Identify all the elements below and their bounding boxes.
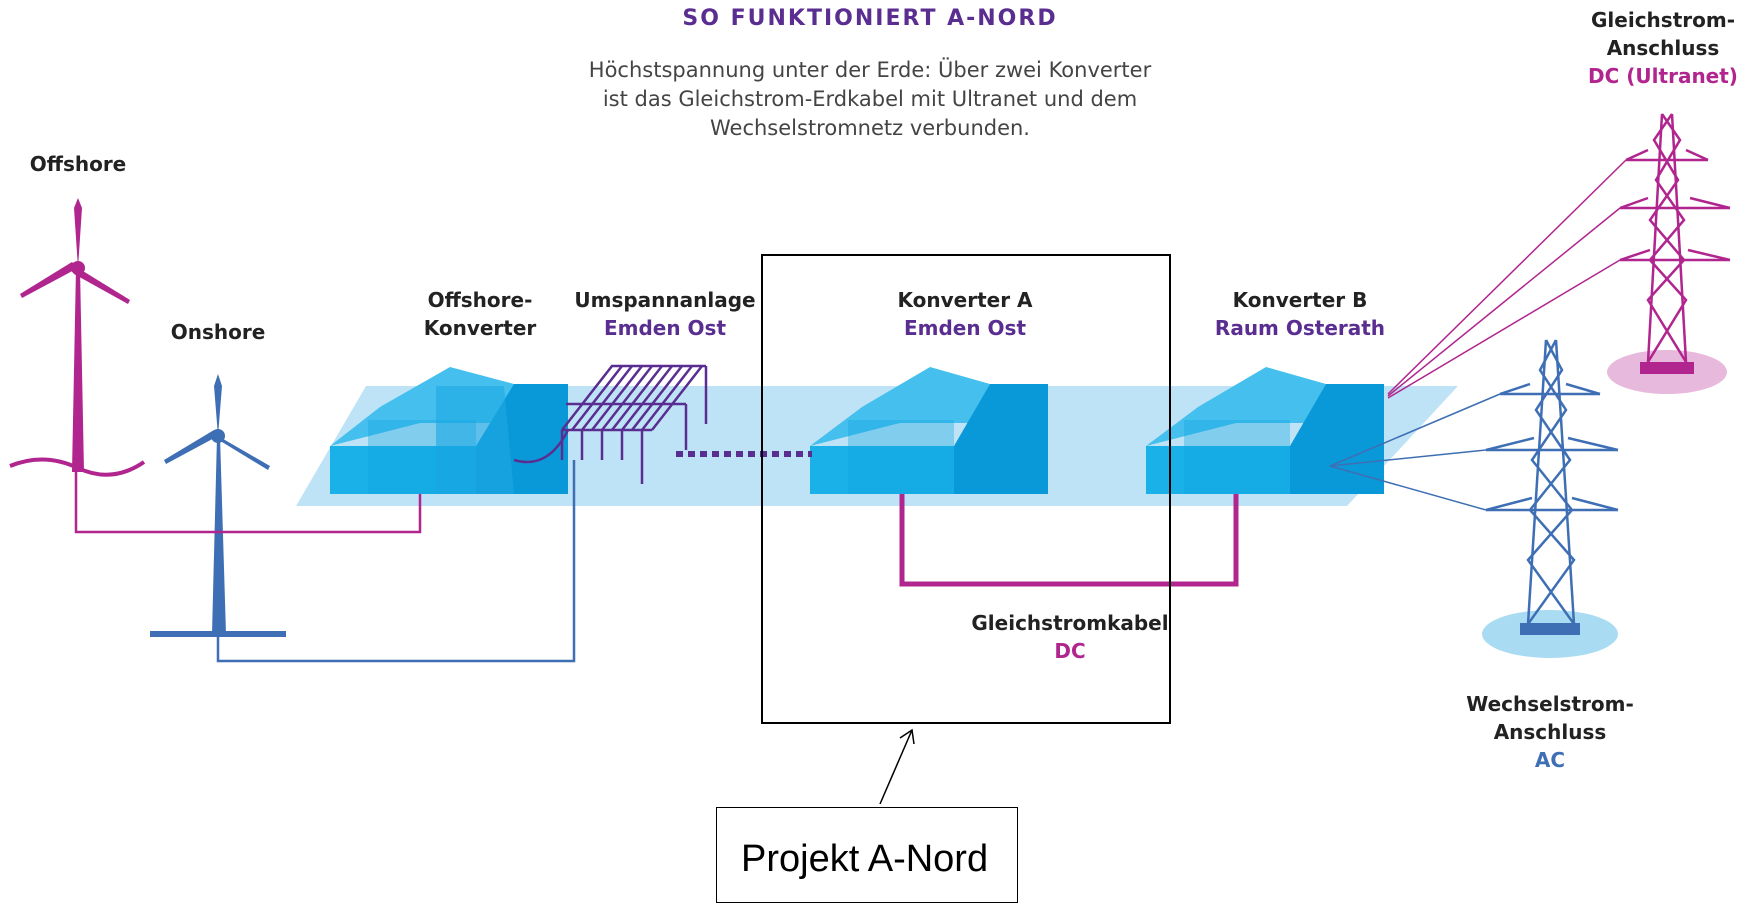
label-line: Anschluss xyxy=(1606,36,1720,60)
label-line: Konverter A xyxy=(897,288,1033,312)
dc-pylon-icon xyxy=(1607,113,1731,394)
subtitle-line: ist das Gleichstrom-Erdkabel mit Ultrane… xyxy=(602,87,1138,111)
label-offshore: Offshore xyxy=(29,152,127,176)
subtitle: Höchstspannung unter der Erde: Über zwei… xyxy=(560,56,1180,143)
label-offshore-konverter: Offshore- Konverter xyxy=(400,286,560,342)
label-line: Wechselstrom- xyxy=(1466,692,1634,716)
offshore-turbine-icon xyxy=(9,198,146,477)
projekt-label-box: Projekt A-Nord xyxy=(716,807,1018,903)
label-line: Anschluss xyxy=(1493,720,1607,744)
label-konverter-b: Konverter B Raum Osterath xyxy=(1210,286,1390,342)
projekt-frame xyxy=(761,254,1171,724)
label-line: AC xyxy=(1534,748,1566,772)
dc-overhead-lines xyxy=(1387,159,1627,399)
label-line: Konverter B xyxy=(1232,288,1368,312)
label-line: Konverter xyxy=(423,316,537,340)
label-line: Emden Ost xyxy=(903,316,1027,340)
page-title: SO FUNKTIONIERT A-NORD xyxy=(682,6,1058,31)
label-gleichstrom-anschluss: Gleichstrom- Anschluss DC (Ultranet) xyxy=(1580,6,1746,90)
onshore-feed-line xyxy=(216,460,576,663)
konverter-b-building xyxy=(1146,367,1384,494)
projekt-arrow xyxy=(879,728,915,805)
label-line: Emden Ost xyxy=(603,316,727,340)
konverter-a-building xyxy=(810,367,1048,494)
label-onshore: Onshore xyxy=(170,320,266,344)
dc-cable xyxy=(899,494,1239,587)
label-line: DC (Ultranet) xyxy=(1588,64,1738,88)
label-line: Umspannanlage xyxy=(574,288,756,312)
projekt-label: Projekt A-Nord xyxy=(741,838,989,880)
label-line: Offshore- xyxy=(427,288,533,312)
subtitle-line: Höchstspannung unter der Erde: Über zwei… xyxy=(588,58,1152,82)
label-gleichstromkabel: Gleichstromkabel DC xyxy=(970,609,1170,665)
label-konverter-a: Konverter A Emden Ost xyxy=(880,286,1050,342)
label-line: DC xyxy=(1054,639,1086,663)
onshore-turbine-icon xyxy=(150,374,286,637)
subtitle-line: Wechselstromnetz verbunden. xyxy=(710,116,1030,140)
label-line: Raum Osterath xyxy=(1214,316,1386,340)
label-line: Gleichstromkabel xyxy=(971,611,1169,635)
offshore-feed-line xyxy=(74,472,422,534)
offshore-konverter-building xyxy=(330,367,568,494)
label-wechselstrom-anschluss: Wechselstrom- Anschluss AC xyxy=(1460,690,1640,774)
ac-overhead-lines xyxy=(1329,393,1501,511)
label-umspannanlage: Umspannanlage Emden Ost xyxy=(570,286,760,342)
label-line: Gleichstrom- xyxy=(1591,8,1735,32)
umspannanlage-icon xyxy=(513,364,708,484)
ac-pylon-icon xyxy=(1482,339,1619,658)
